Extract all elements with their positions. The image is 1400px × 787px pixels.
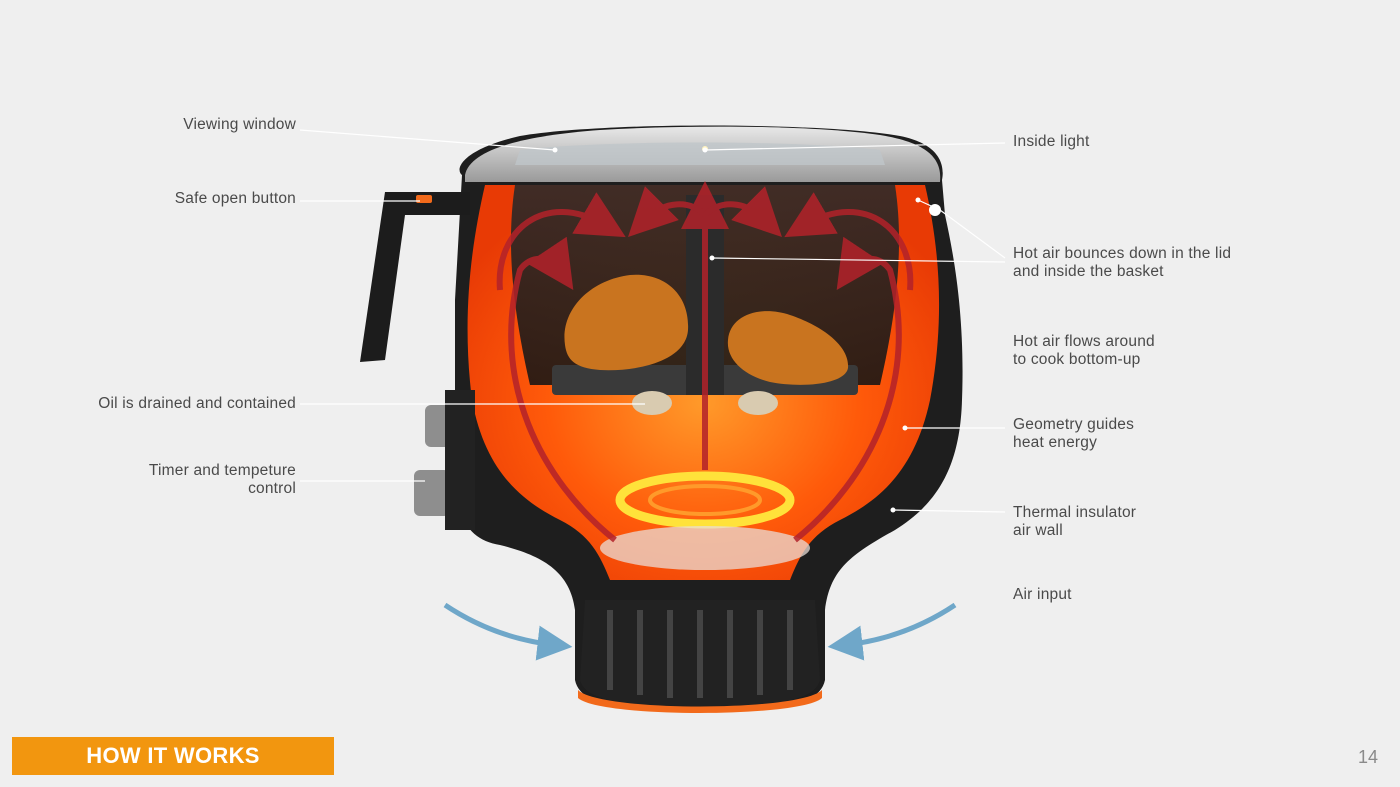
label-hot-air-flows: Hot air flows around to cook bottom-up [1013,333,1155,369]
label-viewing-window: Viewing window [183,116,296,134]
chicken-piece-right [727,311,849,385]
label-timer-control: Timer and tempeture control [149,462,296,498]
label-oil-drained: Oil is drained and contained [98,395,296,413]
label-line: and inside the basket [1013,263,1164,280]
label-line: to cook bottom-up [1013,351,1141,368]
hot-air-flow-arrows [496,181,914,543]
air-input-arrows [443,602,957,661]
chicken-piece-left [564,274,689,371]
section-title-bar: HOW IT WORKS [12,737,334,775]
label-line: Oil is drained and contained [98,395,296,412]
label-line: Hot air bounces down in the lid [1013,245,1232,262]
label-line: Thermal insulator [1013,504,1137,521]
basket-grill-left [552,365,690,395]
label-line: air wall [1013,522,1063,539]
label-line: Timer and tempeture [148,462,296,479]
base-orange-ring [578,690,822,713]
oil-cup-right [738,391,778,415]
fan-mist [600,526,810,570]
label-line: Air input [1013,586,1072,603]
leader-dots [552,147,941,513]
control-housing [445,390,475,530]
timer-knob [414,470,450,516]
handle [360,192,470,362]
heater-coil-inner [648,484,762,516]
fan-grille [607,610,793,698]
label-thermal-insulator: Thermal insulator air wall [1013,504,1136,540]
label-line: Viewing window [183,116,296,133]
label-line: Inside light [1013,133,1090,150]
label-safe-open-button: Safe open button [175,190,296,208]
label-line: Safe open button [174,190,296,207]
viewing-window-glass [515,142,885,165]
label-line: control [248,480,296,497]
oil-cup-left [632,391,672,415]
heater-coil [615,471,795,529]
label-line: Hot air flows around [1013,333,1155,350]
label-line: Geometry guides [1013,416,1135,433]
page-number: 14 [1357,747,1378,767]
label-geometry-guides: Geometry guides heat energy [1013,416,1134,452]
label-hot-air-bounces: Hot air bounces down in the lid and insi… [1013,245,1231,281]
label-air-input: Air input [1013,586,1072,604]
section-title: HOW IT WORKS [86,743,260,768]
label-inside-light: Inside light [1013,133,1090,151]
label-line: heat energy [1013,434,1098,451]
safe-open-button-knob [416,195,432,203]
